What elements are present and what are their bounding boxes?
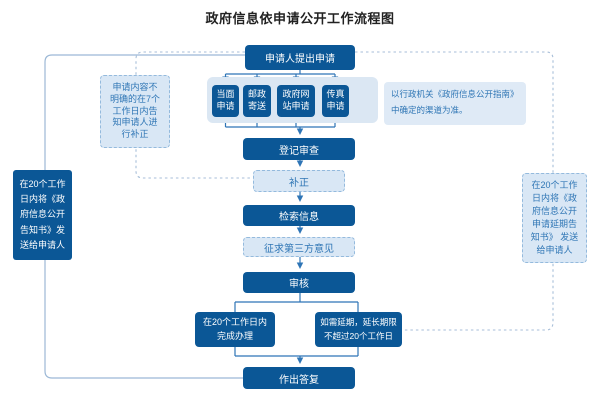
channel-website: 政府网 站申请 [277, 85, 315, 117]
channel-fax: 传真 申请 [322, 85, 349, 117]
extension-notice-node: 在20个工作 日内将《政 府信息公开 申请延期告 知书》 发送 给申请人 [522, 173, 587, 263]
extend-node: 如需延期，延长期限 不超过20个工作日 [315, 312, 402, 347]
complete-node: 在20个工作日内 完成办理 [195, 312, 275, 347]
correction-node: 补正 [253, 170, 345, 192]
page-title: 政府信息依申请公开工作流程图 [205, 11, 395, 26]
channel-in-person: 当面 申请 [212, 85, 239, 117]
register-review-node: 登记审查 [243, 138, 355, 160]
start-node: 申请人提出申请 [245, 45, 355, 70]
correction-note: 申请内容不 明确的在7个 工作日内告 知申请人进 行补正 [100, 75, 170, 148]
disclosure-notice-node: 在20个工作 日内将《政 府信息公开 告知书》发 送给申请人 [13, 170, 72, 260]
channel-note: 以行政机关《政府信息公开指南》 中确定的渠道为准。 [384, 82, 526, 125]
reply-node: 作出答复 [243, 367, 355, 389]
retrieve-info-node: 检索信息 [243, 205, 355, 226]
review-node: 审核 [243, 272, 355, 293]
third-party-node: 征求第三方意见 [243, 237, 355, 257]
channel-postal: 邮政 寄送 [243, 85, 271, 117]
